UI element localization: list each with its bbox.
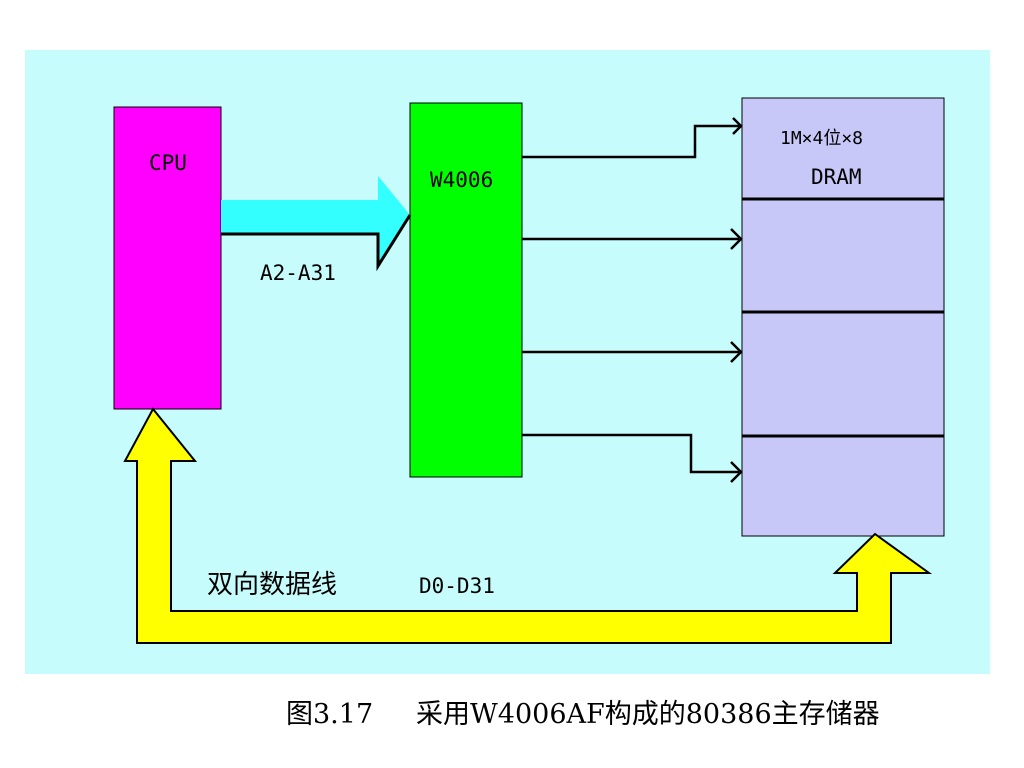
cpu-block [113,106,222,410]
memory-system-diagram: CPU W4006 1M×4位×8 DRAM A2-A31 [113,97,945,644]
address-bus-arrow-shadow [221,214,412,272]
address-bus-arrow [221,176,410,266]
data-bus-label-cn: 双向数据线 [207,570,337,600]
dram-label-line2: DRAM [811,165,862,189]
decoder-block [409,102,523,478]
data-bus-label: D0-D31 [419,574,495,598]
arrowhead [730,461,743,483]
figure-caption: 图3.17 采用W4006AF构成的80386主存储器 [286,692,880,731]
arrowhead [730,228,743,250]
decoder-output-lines [522,117,743,483]
select-line-4 [522,433,739,474]
arrowhead [732,117,743,135]
decoder-label: W4006 [430,168,493,192]
cpu-label: CPU [149,151,187,175]
data-bus-arrow [123,407,933,644]
figure-number: 图3.17 [286,699,374,730]
dram-label-line1: 1M×4位×8 [780,128,863,149]
address-bus-label: A2-A31 [260,261,336,285]
dram-stack [741,97,945,537]
arrowhead [730,341,743,363]
diagram-panel: CPU W4006 1M×4位×8 DRAM A2-A31 [25,50,990,674]
caption-text: 采用W4006AF构成的80386主存储器 [416,699,880,730]
select-line-1 [522,124,739,159]
dram-block [741,97,945,537]
caption-gap [373,699,416,730]
